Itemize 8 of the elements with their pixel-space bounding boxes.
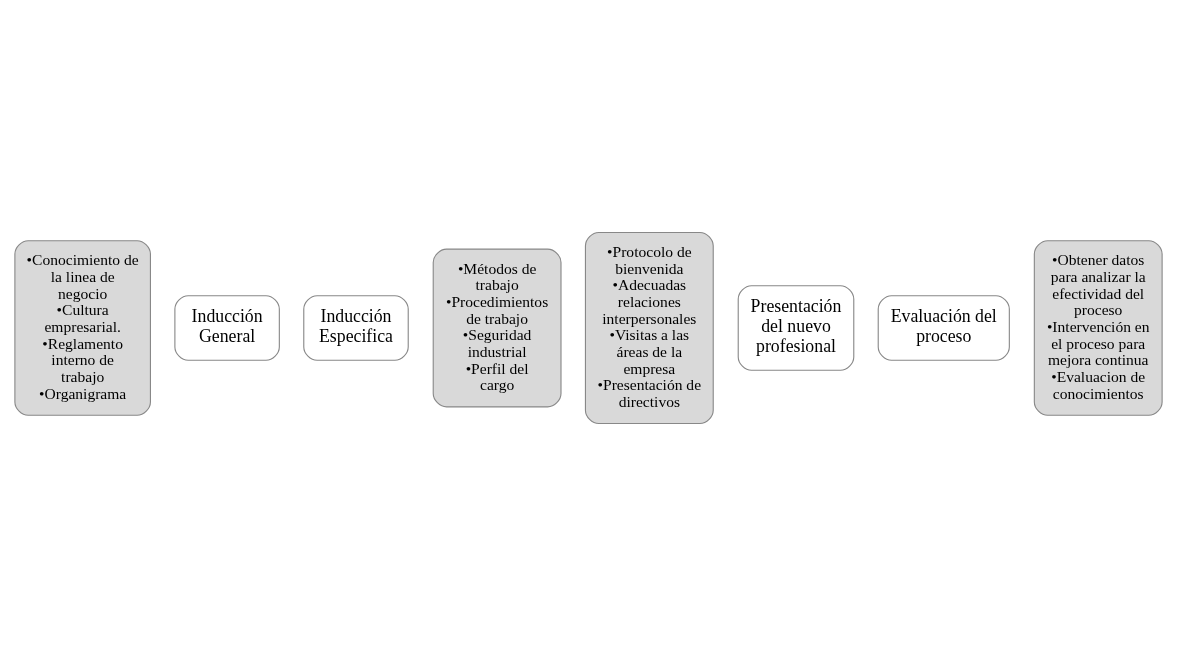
node-box: •Métodos de trabajo •Procedimientos de trabajo •Seguridad industrial •Perfil del cargo bbox=[432, 248, 562, 408]
node-box: •Conocimiento de la linea de negocio •Cultura empresarial. •Reglamento interno de trabajo •Organigrama bbox=[14, 240, 151, 416]
node-box: Evaluación del proceso bbox=[877, 295, 1010, 361]
node-box: •Protocolo de bienvenida •Adecuadas relaciones interpersonales •Visitas a las áreas de la empresa •Presentación de directivos bbox=[584, 231, 714, 425]
node-box: Inducción Especifica bbox=[303, 295, 409, 361]
node-box: •Obtener datos para analizar la efectividad del proceso •Intervención en el proceso para mejora continua •Evaluacion de conocimientos bbox=[1033, 240, 1163, 416]
node-box: Presentación del nuevo profesional bbox=[737, 285, 855, 371]
node-box: Inducción General bbox=[174, 295, 280, 361]
